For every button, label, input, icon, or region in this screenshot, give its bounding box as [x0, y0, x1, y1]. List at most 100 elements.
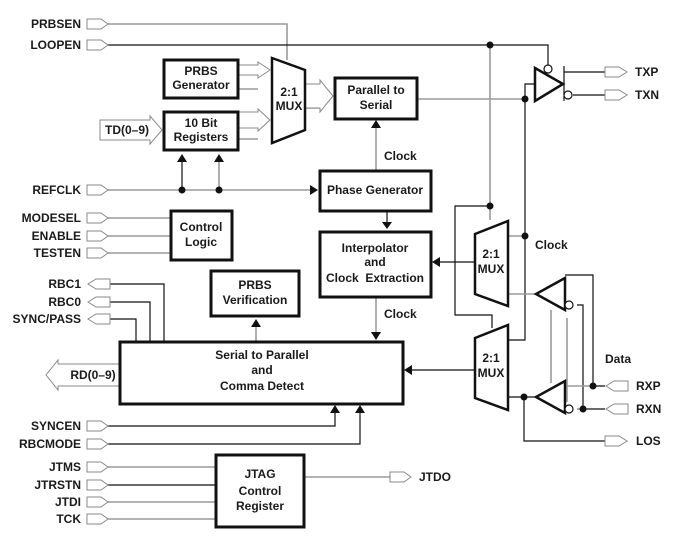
pin-label-testen: TESTEN [34, 246, 81, 260]
pin-los[interactable] [604, 435, 628, 447]
pin-label-refclk: REFCLK [32, 183, 81, 197]
pin-rbcmode[interactable] [86, 438, 109, 450]
rd-bus-label: RD(0–9) [70, 368, 115, 382]
pin-rxn[interactable] [605, 403, 629, 415]
wire-los [523, 397, 605, 442]
pin-label-txn: TXN [635, 88, 659, 102]
junction-dot [521, 232, 529, 240]
pin-jtdo[interactable] [389, 471, 412, 483]
wire-txbuf-in [524, 83, 535, 99]
wire-rxbuf-vert [550, 310, 568, 402]
clock-label: Clock [384, 307, 417, 321]
junction-dot [486, 41, 494, 49]
clock-label: Clock [384, 149, 417, 163]
wire-syncpass [110, 318, 137, 341]
pin-modesel[interactable] [86, 212, 109, 224]
block-label: JTAG [244, 467, 275, 481]
block-label: Registers [174, 130, 229, 144]
arrow-head [214, 154, 224, 162]
junction-dot [178, 186, 186, 194]
pin-label-modesel: MODESEL [22, 211, 81, 225]
inversion-bubble [564, 300, 574, 310]
junction-dot [521, 95, 529, 103]
pin-txn[interactable] [604, 89, 628, 101]
pin-prbsen[interactable] [86, 18, 109, 30]
pin-label-loopen: LOOPEN [30, 38, 81, 52]
arrow-head [177, 154, 187, 162]
td-bus-arrow[interactable] [99, 114, 163, 146]
block-label: and [251, 363, 272, 377]
pin-jtdi[interactable] [86, 496, 109, 508]
mux-low: 2:1 MUX [473, 323, 510, 412]
junction-dot [579, 405, 587, 413]
wire-rbcmode [108, 413, 361, 445]
arrow-head [404, 365, 412, 375]
inversion-bubble [563, 90, 573, 100]
wire-rbc1 [110, 283, 165, 341]
block-label: Phase Generator [327, 183, 423, 197]
arrow-head [371, 120, 381, 128]
mux-label: 2:1 [482, 247, 500, 261]
pin-syncen[interactable] [86, 420, 109, 432]
tx-driver [533, 64, 573, 104]
mux-label: 2:1 [482, 351, 500, 365]
wire-rxp [565, 274, 605, 387]
pin-rbc0[interactable] [87, 296, 111, 308]
block-label: Register [236, 499, 284, 513]
pin-testen[interactable] [86, 247, 109, 259]
ten-bit-registers-block: 10 Bit Registers [162, 110, 240, 152]
block-label: Clock Extraction [326, 271, 424, 285]
wire-loopen [108, 44, 549, 68]
pin-rbc1[interactable] [87, 278, 111, 290]
phase-generator-block: Phase Generator [318, 169, 433, 213]
pin-enable[interactable] [86, 230, 109, 242]
bus-arrow [237, 61, 271, 79]
pin-txp[interactable] [604, 66, 628, 78]
junction-dot [486, 202, 494, 210]
pin-label-jtdi: JTDI [55, 495, 81, 509]
pin-jtrstn[interactable] [86, 479, 109, 491]
pin-label-jtrstn: JTRSTN [34, 478, 81, 492]
rx-buffer-top [533, 275, 574, 313]
pin-label-syncen: SYNCEN [31, 419, 81, 433]
arrow-head [310, 185, 318, 195]
pin-rxp[interactable] [605, 380, 629, 392]
pin-loopen[interactable] [86, 39, 109, 51]
arrow-head [432, 257, 440, 267]
pin-label-los: LOS [636, 434, 661, 448]
mux-label: 2:1 [280, 85, 298, 99]
wire-rbc0 [110, 301, 151, 341]
interpolator-block: Interpolator and Clock Extraction [318, 230, 433, 299]
arrow-head [330, 405, 340, 413]
junction-dot [215, 186, 223, 194]
block-label: Serial to Parallel [215, 348, 308, 362]
pin-label-rbc0: RBC0 [48, 295, 81, 309]
pin-label-tck: TCK [56, 512, 81, 526]
arrow-head [371, 332, 381, 340]
clock-label: Clock [535, 238, 568, 252]
wire-loop-back [454, 205, 493, 328]
pin-jtms[interactable] [86, 461, 109, 473]
pin-refclk[interactable] [86, 184, 109, 196]
pin-label-jtdo: JTDO [419, 470, 451, 484]
rx-buffer-bottom [533, 378, 574, 416]
inversion-bubble [564, 404, 574, 414]
control-logic-block: Control Logic [169, 209, 234, 262]
block-label: Comma Detect [220, 379, 304, 393]
jtag-control-register-block: JTAG Control Register [214, 453, 306, 529]
block-label: Interpolator [342, 241, 409, 255]
mux-label: MUX [478, 262, 505, 276]
pin-label-rxp: RXP [636, 379, 661, 393]
pin-tck[interactable] [86, 513, 109, 525]
block-label: Control [180, 220, 223, 234]
rd-bus-arrow[interactable] [45, 358, 121, 392]
arrow-head [251, 319, 261, 327]
wire-rxn [577, 304, 605, 410]
mux-mid: 2:1 MUX [473, 219, 510, 308]
pin-syncpass[interactable] [87, 313, 111, 325]
junction-dot [520, 393, 528, 401]
pin-label-jtms: JTMS [49, 460, 81, 474]
block-label: Parallel to [347, 83, 404, 97]
prbs-generator-block: PRBS Generator [162, 58, 240, 100]
